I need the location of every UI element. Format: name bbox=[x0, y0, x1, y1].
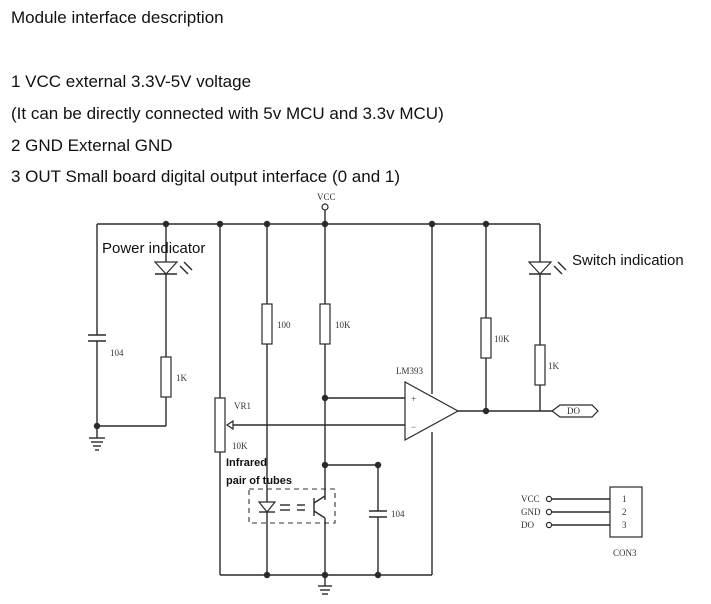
vr1-wiper-arrow bbox=[225, 419, 234, 431]
resistor-1k-left bbox=[160, 356, 172, 398]
vr1-body bbox=[214, 397, 226, 453]
vr1-name: VR1 bbox=[234, 401, 251, 411]
connector-con3 bbox=[609, 486, 643, 538]
led2-ray-2 bbox=[557, 261, 567, 271]
cap2-label: 104 bbox=[391, 509, 405, 519]
junction-14 bbox=[374, 571, 382, 579]
phototransistor-emitter bbox=[313, 510, 326, 519]
resistor-1k-right bbox=[534, 344, 546, 386]
infrared-label-1: Infrared bbox=[226, 457, 267, 469]
resistor-100 bbox=[261, 303, 273, 345]
junction-7 bbox=[93, 422, 101, 430]
con-pin2-signal: GND bbox=[521, 507, 541, 517]
led2-ray-1 bbox=[553, 265, 563, 275]
junction-6 bbox=[482, 220, 490, 228]
con-pin1-terminal bbox=[545, 495, 553, 503]
description-line-2: (It can be directly connected with 5v MC… bbox=[11, 104, 444, 123]
infrared-pair-box bbox=[248, 488, 336, 524]
cap1-label: 104 bbox=[110, 348, 124, 358]
con-pin2-terminal bbox=[545, 508, 553, 516]
r-1k-right-label: 1K bbox=[548, 361, 560, 371]
led2-body bbox=[527, 261, 553, 275]
junction-10 bbox=[374, 461, 382, 469]
led1-ray-1 bbox=[179, 265, 189, 275]
con-pin2-number: 2 bbox=[622, 507, 627, 517]
vcc-terminal bbox=[321, 203, 329, 211]
heading: Module interface description bbox=[11, 8, 224, 27]
r-10k-mid-label: 10K bbox=[335, 320, 351, 330]
junction-4 bbox=[321, 220, 329, 228]
minus-label: − bbox=[411, 422, 416, 432]
phototransistor-collector bbox=[313, 495, 326, 504]
junction-1 bbox=[162, 220, 170, 228]
resistor-10k-mid bbox=[319, 303, 331, 345]
led1-body bbox=[153, 261, 179, 275]
con-pin3-terminal bbox=[545, 521, 553, 529]
output-flag bbox=[551, 404, 599, 418]
junction-3 bbox=[263, 220, 271, 228]
r-1k-left-label: 1K bbox=[176, 373, 188, 383]
description-line-3: 2 GND External GND bbox=[11, 136, 173, 155]
description-line-4: 3 OUT Small board digital output interfa… bbox=[11, 167, 401, 186]
resistor-10k-right bbox=[480, 317, 492, 359]
led1-ray-2 bbox=[183, 261, 193, 271]
con-pin1-number: 1 bbox=[622, 494, 627, 504]
junction-5 bbox=[428, 220, 436, 228]
connector-label: CON3 bbox=[613, 548, 637, 558]
junction-12 bbox=[263, 571, 271, 579]
vr1-value: 10K bbox=[232, 441, 248, 451]
junction-13 bbox=[321, 571, 329, 579]
comparator-label: LM393 bbox=[396, 366, 424, 376]
switch-indication-label: Switch indication bbox=[572, 252, 684, 269]
r-100-label: 100 bbox=[277, 320, 291, 330]
description-line-1: 1 VCC external 3.3V-5V voltage bbox=[11, 72, 252, 91]
junction-11 bbox=[482, 407, 490, 415]
comparator-lm393 bbox=[404, 380, 460, 442]
r-10k-right-label: 10K bbox=[494, 334, 510, 344]
junction-9 bbox=[321, 461, 329, 469]
power-indicator-label: Power indicator bbox=[102, 240, 205, 257]
infrared-label-2: pair of tubes bbox=[226, 475, 292, 487]
ir-led bbox=[257, 501, 277, 513]
junction-8 bbox=[321, 394, 329, 402]
con-pin3-signal: DO bbox=[521, 520, 534, 530]
output-flag-label: DO bbox=[567, 406, 580, 416]
vcc-label: VCC bbox=[317, 192, 336, 202]
junction-2 bbox=[216, 220, 224, 228]
plus-label: + bbox=[411, 394, 416, 404]
con-pin1-signal: VCC bbox=[521, 494, 540, 504]
con-pin3-number: 3 bbox=[622, 520, 627, 530]
